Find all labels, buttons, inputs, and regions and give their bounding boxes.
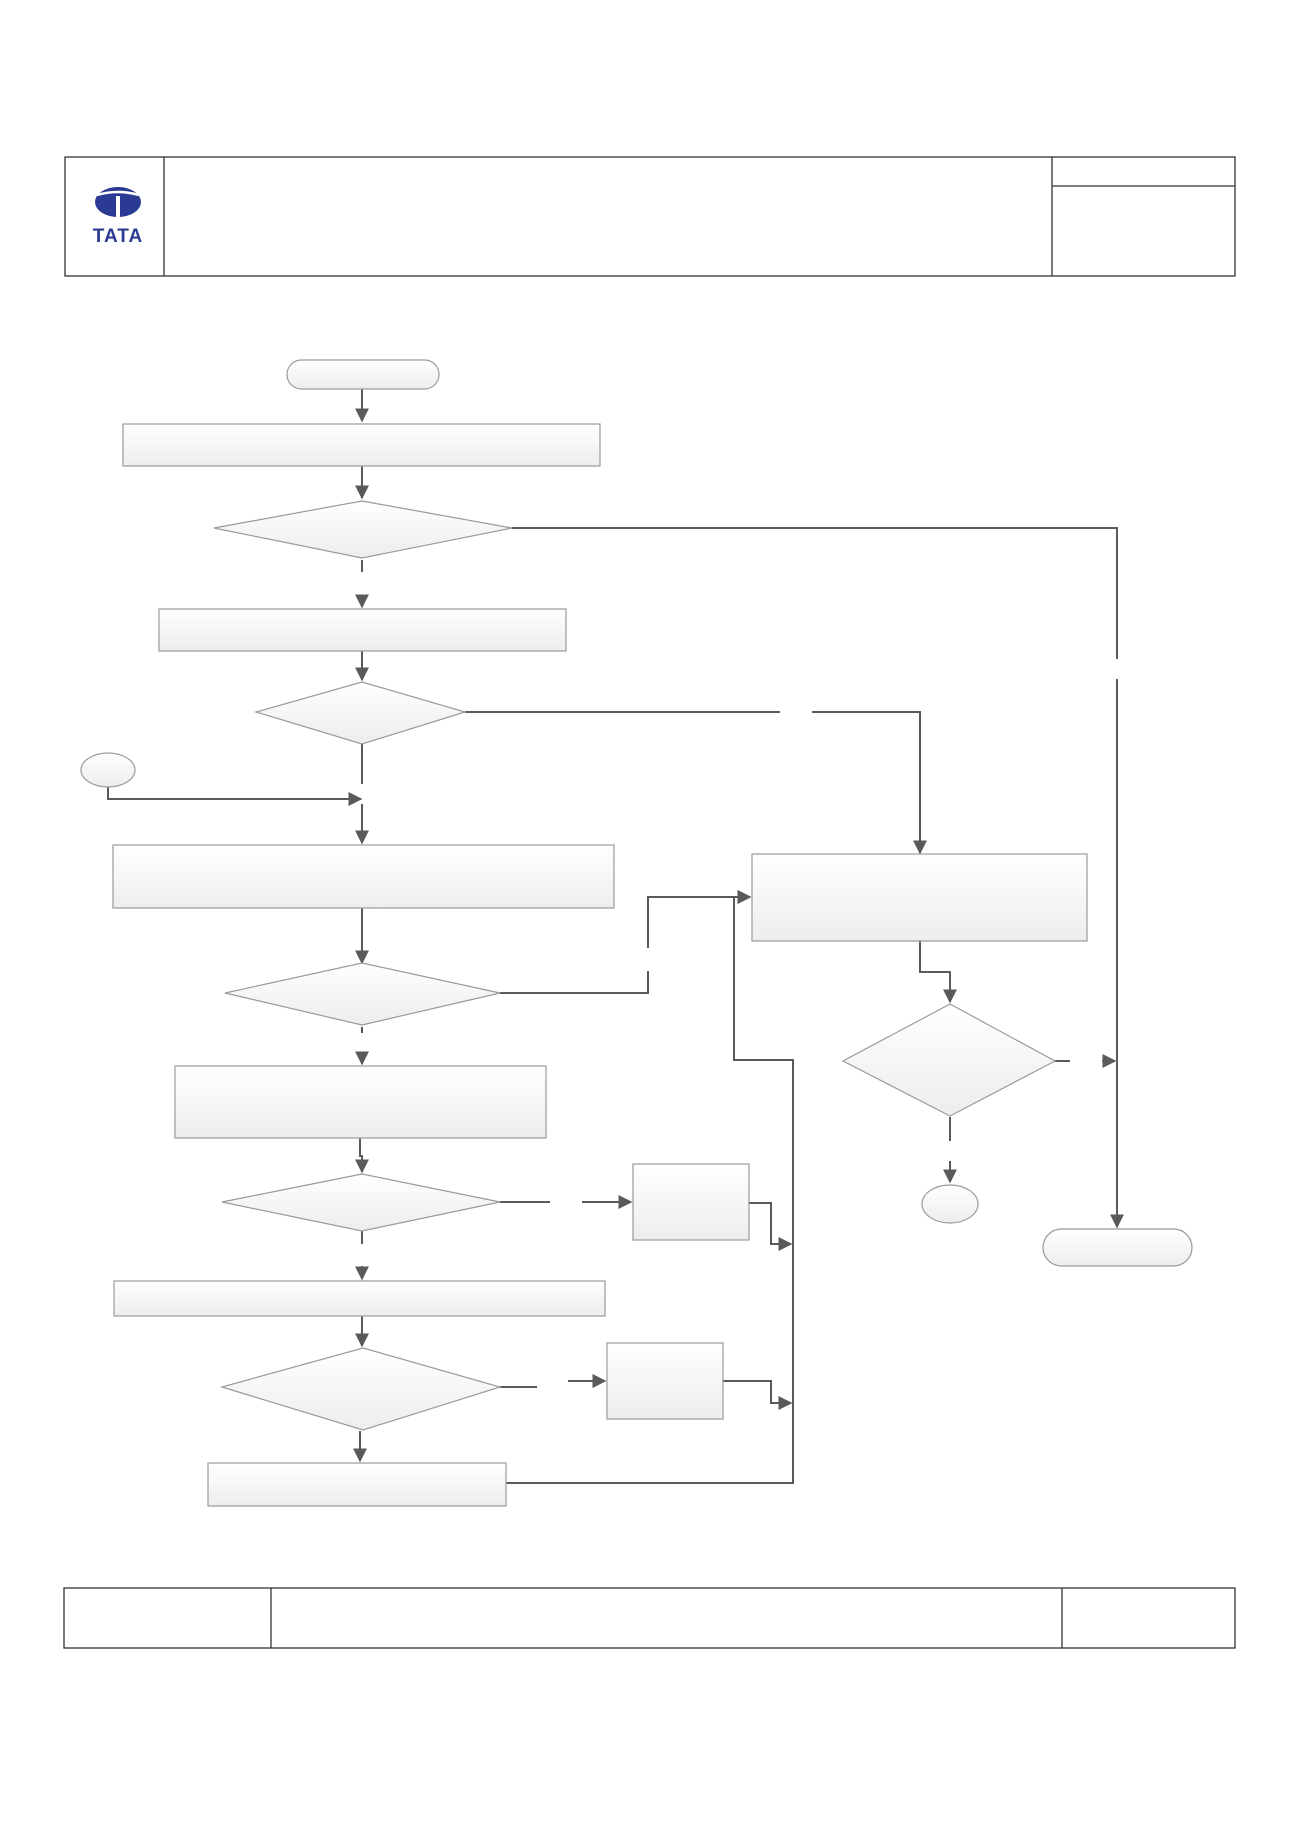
- edge-d1-end-a: [512, 527, 1118, 659]
- node-p4: [174, 1065, 547, 1139]
- edge-side1-bus: [749, 1202, 793, 1251]
- node-side1: [632, 1163, 750, 1241]
- node-side2: [606, 1342, 724, 1420]
- node-p1: [122, 423, 601, 467]
- edge-p6-return-bus: [505, 890, 794, 1484]
- node-d4: [221, 1173, 501, 1232]
- tata-logo: TATA: [93, 187, 143, 247]
- node-d5: [219, 1347, 503, 1431]
- node-r1: [751, 853, 1088, 942]
- flow-lines: [107, 389, 1124, 1484]
- edge-d3-r1-b: [647, 890, 752, 948]
- node-p3: [112, 844, 615, 909]
- header-frame: [64, 156, 1236, 277]
- node-p6: [207, 1462, 507, 1507]
- footer-frame: [63, 1587, 1236, 1649]
- flow-nodes: [80, 359, 1193, 1507]
- edge-r1-rd: [919, 941, 957, 1004]
- logo-wordmark: TATA: [93, 226, 143, 247]
- node-conn-left: [80, 752, 136, 788]
- node-p5: [113, 1280, 606, 1317]
- node-start: [286, 359, 440, 390]
- edge-d3-r1-a: [500, 971, 649, 994]
- node-d3: [224, 962, 501, 1026]
- edge-side2-bus: [723, 1380, 793, 1410]
- edge-conn-left-main: [107, 787, 363, 806]
- node-end: [1042, 1228, 1193, 1267]
- footer-block: [63, 1587, 1236, 1649]
- edge-d2-r1-b: [812, 711, 927, 855]
- header-block: TATA: [64, 156, 1236, 277]
- node-p2: [158, 608, 567, 652]
- edge-p4-d4: [355, 1138, 369, 1174]
- node-rd: [841, 1003, 1057, 1117]
- node-d1: [213, 500, 513, 559]
- node-d2: [253, 681, 468, 745]
- node-conn-right: [921, 1184, 979, 1224]
- tata-emblem-icon: [95, 187, 141, 217]
